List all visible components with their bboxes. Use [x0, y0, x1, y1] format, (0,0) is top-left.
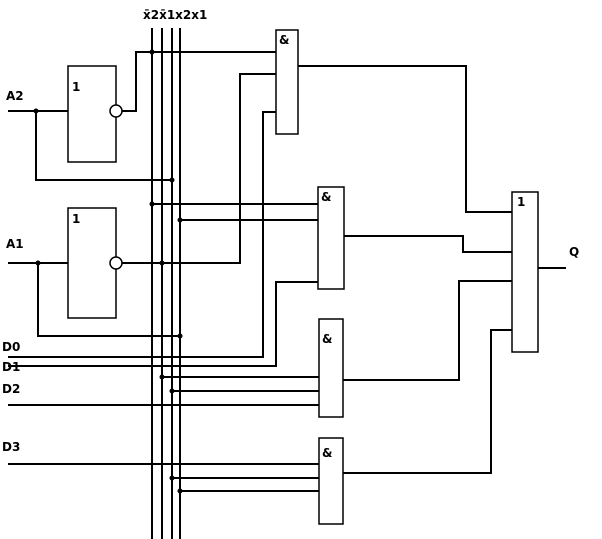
- wire-a2-to-x2: [35, 111, 172, 181]
- and-gate-d1-body: [317, 186, 345, 290]
- and-gate-d3-body: [318, 437, 344, 525]
- and-gate-d2-body: [318, 318, 344, 418]
- wire-a1-to-x1: [37, 263, 180, 337]
- input-label-a1: A1: [6, 237, 24, 251]
- input-label-d0: D0: [2, 340, 20, 354]
- not-gate-a1-inversion-bubble: [109, 256, 123, 270]
- junction-not-x1-and-d2: [159, 374, 165, 380]
- junction-dots: [33, 49, 183, 494]
- and-gate-d2: &: [318, 318, 344, 418]
- or-gate-output: 1: [511, 191, 539, 353]
- and-gate-d1: &: [317, 186, 345, 290]
- input-label-d3: D3: [2, 440, 20, 454]
- wire-and-d3-to-or: [343, 329, 512, 474]
- and-gate-d0-symbol: &: [279, 33, 289, 47]
- wire-not-x1-to-and-d0: [162, 73, 276, 264]
- not-gate-a1: 1: [67, 207, 123, 319]
- and-gate-d2-symbol: &: [322, 332, 332, 346]
- and-gate-d0-body: [275, 29, 299, 135]
- junction-x1-and-d1: [177, 217, 183, 223]
- not-gate-a2: 1: [67, 65, 123, 163]
- and-gate-d0: &: [275, 29, 299, 135]
- not-gate-a2-body: [67, 65, 117, 163]
- wire-and-d1-to-or: [344, 235, 512, 253]
- or-gate-output-body: [511, 191, 539, 353]
- junction-x2-and-d3: [169, 475, 175, 481]
- select-bus: [151, 28, 181, 539]
- not-gate-a2-inversion-bubble: [109, 104, 123, 118]
- and-gate-d3-symbol: &: [322, 446, 332, 460]
- wire-not-a2-to-not-x2: [122, 51, 152, 112]
- input-label-a2: A2: [6, 89, 24, 103]
- junction-x1-a1: [177, 333, 183, 339]
- junction-x2-a2: [169, 177, 175, 183]
- wire-and-d0-to-or: [298, 65, 512, 213]
- wire-d1-to-and-d1: [8, 281, 318, 367]
- junction-not-x1-a1: [159, 260, 165, 266]
- junction-a1-split: [35, 260, 41, 266]
- junction-a2-split: [33, 108, 39, 114]
- bus-header-label: x̄2x̄1x2x1: [143, 8, 207, 22]
- junction-x2-and-d2: [169, 388, 175, 394]
- not-gate-a1-symbol: 1: [72, 212, 80, 226]
- junction-not-x2-and-d1: [149, 201, 155, 207]
- not-gate-a2-symbol: 1: [72, 80, 80, 94]
- junction-not-x2-and-d0: [149, 49, 155, 55]
- wires: [8, 51, 566, 492]
- output-label-q: Q: [569, 245, 579, 259]
- or-gate-output-symbol: 1: [517, 195, 525, 209]
- junction-x1-and-d3: [177, 488, 183, 494]
- and-gate-d3: &: [318, 437, 344, 525]
- wire-and-d2-to-or: [343, 280, 512, 381]
- and-gate-d1-symbol: &: [321, 190, 331, 204]
- input-label-d2: D2: [2, 382, 20, 396]
- wire-d0-to-and-d0: [8, 111, 276, 358]
